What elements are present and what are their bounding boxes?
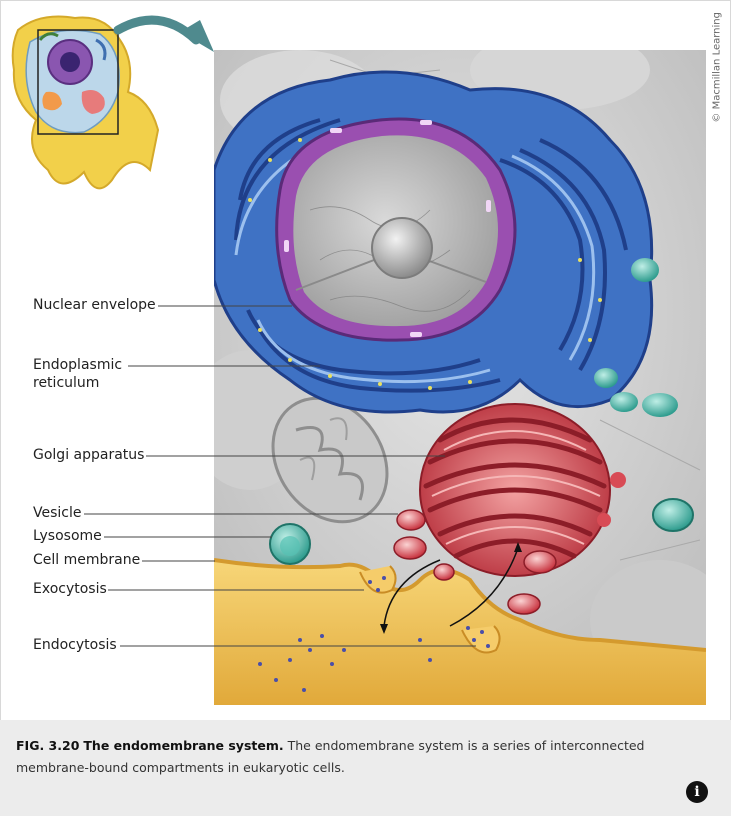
zoom-arrow xyxy=(113,15,214,52)
figure-title: The endomembrane system. xyxy=(83,738,284,753)
label-endoplasmic-reticulum-line2: reticulum xyxy=(33,375,100,391)
endomembrane-illustration xyxy=(11,15,706,705)
figure-caption-text: The endomembrane system is a series of i… xyxy=(16,738,645,775)
label-golgi-apparatus: Golgi apparatus xyxy=(33,447,145,463)
copyright-notice: © Macmillan Learning xyxy=(706,12,726,132)
secreted-particles xyxy=(258,576,490,692)
extracellular-space xyxy=(214,560,706,705)
vesicles xyxy=(393,472,626,615)
copyright-text: © Macmillan Learning xyxy=(712,12,723,123)
transport-vesicles-green xyxy=(594,258,678,417)
figure-caption: FIG. 3.20 The endomembrane system. The e… xyxy=(16,735,706,779)
label-nuclear-envelope: Nuclear envelope xyxy=(33,297,156,313)
info-button[interactable]: i xyxy=(686,781,708,803)
label-cell-membrane: Cell membrane xyxy=(33,552,141,568)
label-lysosome: Lysosome xyxy=(33,528,102,544)
mitochondrion xyxy=(271,396,389,524)
cell-overview-thumbnail xyxy=(11,15,160,190)
label-exocytosis: Exocytosis xyxy=(33,581,107,597)
transport-arrows xyxy=(383,547,519,627)
thumbnail-zoom-box xyxy=(37,29,119,135)
golgi-apparatus xyxy=(419,403,611,577)
main-illustration xyxy=(214,50,706,705)
nucleus xyxy=(275,117,517,342)
leader-lines xyxy=(84,305,476,647)
lysosome xyxy=(269,498,694,565)
label-vesicle: Vesicle xyxy=(33,505,82,521)
figure-number: FIG. 3.20 xyxy=(16,738,80,753)
caption-panel xyxy=(0,720,731,816)
label-endoplasmic-reticulum-line1: Endoplasmic xyxy=(33,357,123,373)
label-endocytosis: Endocytosis xyxy=(33,637,117,653)
nucleolus xyxy=(371,217,433,279)
